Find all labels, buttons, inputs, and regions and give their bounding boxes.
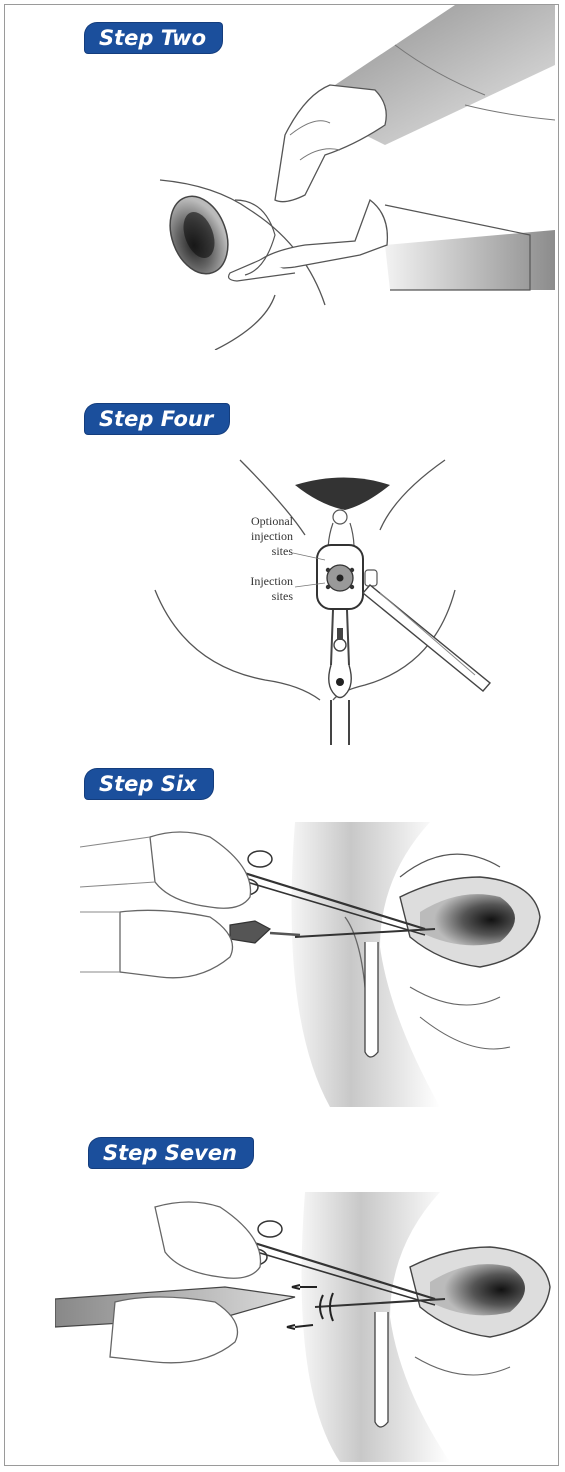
step-six-illustration [80, 817, 550, 1117]
step-seven-illustration [55, 1187, 555, 1465]
step-four-illustration: Optional injection sites Injection sites [145, 445, 505, 765]
page-frame: Step Two [4, 4, 559, 1466]
svg-text:Optional: Optional [251, 514, 294, 528]
step-six-badge: Step Six [85, 769, 213, 799]
speculum-blade [375, 1312, 388, 1427]
svg-text:injection: injection [251, 529, 293, 543]
hand-upper [150, 832, 251, 908]
hand-upper [155, 1202, 261, 1278]
hand-lower [110, 1297, 238, 1363]
step-two-illustration [155, 5, 555, 350]
upper-gloved-hand [275, 85, 386, 202]
step-four-badge: Step Four [85, 404, 229, 434]
svg-text:sites: sites [272, 589, 294, 603]
speculum-blade [365, 942, 378, 1057]
lower-gloved-hand [260, 200, 387, 268]
svg-text:sites: sites [272, 544, 294, 558]
syringe [363, 585, 490, 691]
hair-region [295, 478, 390, 511]
hand-lower [120, 910, 233, 978]
syringe-tip [230, 921, 270, 943]
step-seven-badge: Step Seven [89, 1138, 253, 1168]
svg-text:Injection: Injection [250, 574, 293, 588]
